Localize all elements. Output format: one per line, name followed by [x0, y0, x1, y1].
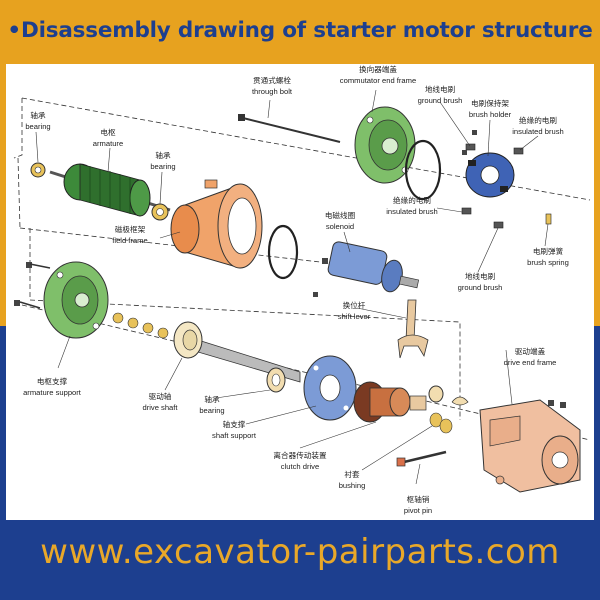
through-bolt: [238, 114, 341, 143]
page-title: •Disassembly drawing of starter motor st…: [7, 18, 593, 43]
website-url[interactable]: www.excavator-pairparts.com: [40, 532, 560, 572]
label-bearing-left-en: bearing: [25, 122, 50, 131]
label-through-bolt-cn: 贯通式螺栓: [253, 75, 291, 85]
bearing-bottom: [266, 367, 286, 393]
label-brush-holder-en: brush holder: [469, 110, 512, 119]
label-commutator-end-frame-en: commutator end frame: [340, 76, 416, 85]
label-insulated-brush-top-cn: 绝缘的电刷: [519, 115, 557, 125]
label-bushing-cn: 衬套: [344, 469, 360, 479]
small-bolts: [14, 130, 566, 408]
field-frame: [170, 179, 263, 269]
starter-motor-diagram: 贯通式螺栓 through bolt 换向器端盖 commutator end …: [13, 64, 591, 515]
label-bearing-left-cn: 轴承: [30, 110, 46, 120]
commutator-end-frame: [354, 106, 416, 184]
label-bearing-bottom-cn: 轴承: [204, 394, 220, 404]
bearing-left: [30, 162, 46, 178]
washers: [112, 312, 169, 339]
label-shaft-support-en: shaft support: [212, 431, 257, 440]
label-solenoid-en: solenoid: [326, 222, 354, 231]
armature: [49, 163, 171, 217]
label-bearing-mid-en: bearing: [150, 162, 175, 171]
label-ground-brush-top-en: ground brush: [418, 96, 463, 105]
label-drive-shaft-en: drive shaft: [142, 403, 178, 412]
o-ring-mid: [267, 224, 299, 280]
label-armature-support-en: armature support: [23, 388, 82, 397]
assembly-guide-lines: [13, 97, 591, 441]
shift-lever: [397, 299, 429, 359]
bearing-mid: [151, 203, 169, 221]
label-ground-brush-bottom-en: ground brush: [458, 283, 503, 292]
label-drive-shaft-cn: 驱动轴: [149, 391, 172, 401]
armature-support-screw: [29, 263, 51, 269]
shaft-support: [303, 355, 357, 421]
label-bearing-mid-cn: 轴承: [155, 150, 171, 160]
label-armature-en: armature: [93, 139, 123, 148]
clutch-drive: [353, 381, 427, 423]
label-through-bolt-en: through bolt: [252, 87, 293, 96]
armature-support-bolt: [19, 301, 41, 309]
label-shift-lever-en: shift lever: [338, 312, 371, 321]
leader-lines: [35, 89, 549, 485]
label-insulated-brush-top-en: insulated brush: [512, 127, 564, 136]
label-brush-spring-cn: 电刷弹簧: [533, 246, 564, 256]
label-clutch-drive-en: clutch drive: [281, 462, 319, 471]
label-insulated-brush-mid-en: insulated brush: [386, 207, 438, 216]
o-ring-top: [404, 139, 442, 201]
brushes: [461, 143, 552, 229]
drive-end-frame: [479, 399, 581, 493]
label-pivot-pin-en: pivot pin: [404, 506, 432, 515]
diagram-panel: 贯通式螺栓 through bolt 换向器端盖 commutator end …: [6, 64, 594, 520]
label-brush-spring-en: brush spring: [527, 258, 569, 267]
small-collars: [428, 385, 469, 406]
label-bearing-bottom-en: bearing: [199, 406, 224, 415]
pivot-pin: [396, 450, 447, 467]
label-brush-holder-cn: 电刷保持架: [471, 98, 509, 108]
label-ground-brush-top-cn: 地线电刷: [425, 84, 455, 94]
label-bushing-en: bushing: [339, 481, 366, 490]
label-armature-cn: 电枢: [100, 127, 116, 137]
label-insulated-brush-mid-cn: 绝缘的电刷: [393, 195, 431, 205]
label-armature-support-cn: 电枢支撑: [37, 376, 68, 386]
label-shift-lever-cn: 换位杆: [343, 300, 366, 310]
label-commutator-end-frame-cn: 换向器端盖: [359, 64, 397, 74]
solenoid: [327, 241, 420, 293]
clutch-washers: [429, 412, 453, 434]
label-drive-end-frame-en: drive end frame: [504, 358, 557, 367]
label-drive-end-frame-cn: 驱动端盖: [515, 346, 546, 356]
part-labels: 贯通式螺栓 through bolt 换向器端盖 commutator end …: [23, 64, 569, 515]
armature-support: [43, 261, 109, 339]
label-field-frame-cn: 磁极框架: [115, 224, 146, 234]
label-pivot-pin-cn: 枢轴销: [407, 494, 430, 504]
label-ground-brush-bottom-cn: 地线电刷: [465, 271, 495, 281]
brush-holder: [465, 152, 515, 198]
label-solenoid-cn: 电磁线圈: [325, 210, 355, 220]
label-clutch-drive-cn: 离合器传动装置: [273, 450, 327, 460]
label-shaft-support-cn: 轴支撑: [223, 419, 246, 429]
label-field-frame-en: field frame: [112, 236, 147, 245]
